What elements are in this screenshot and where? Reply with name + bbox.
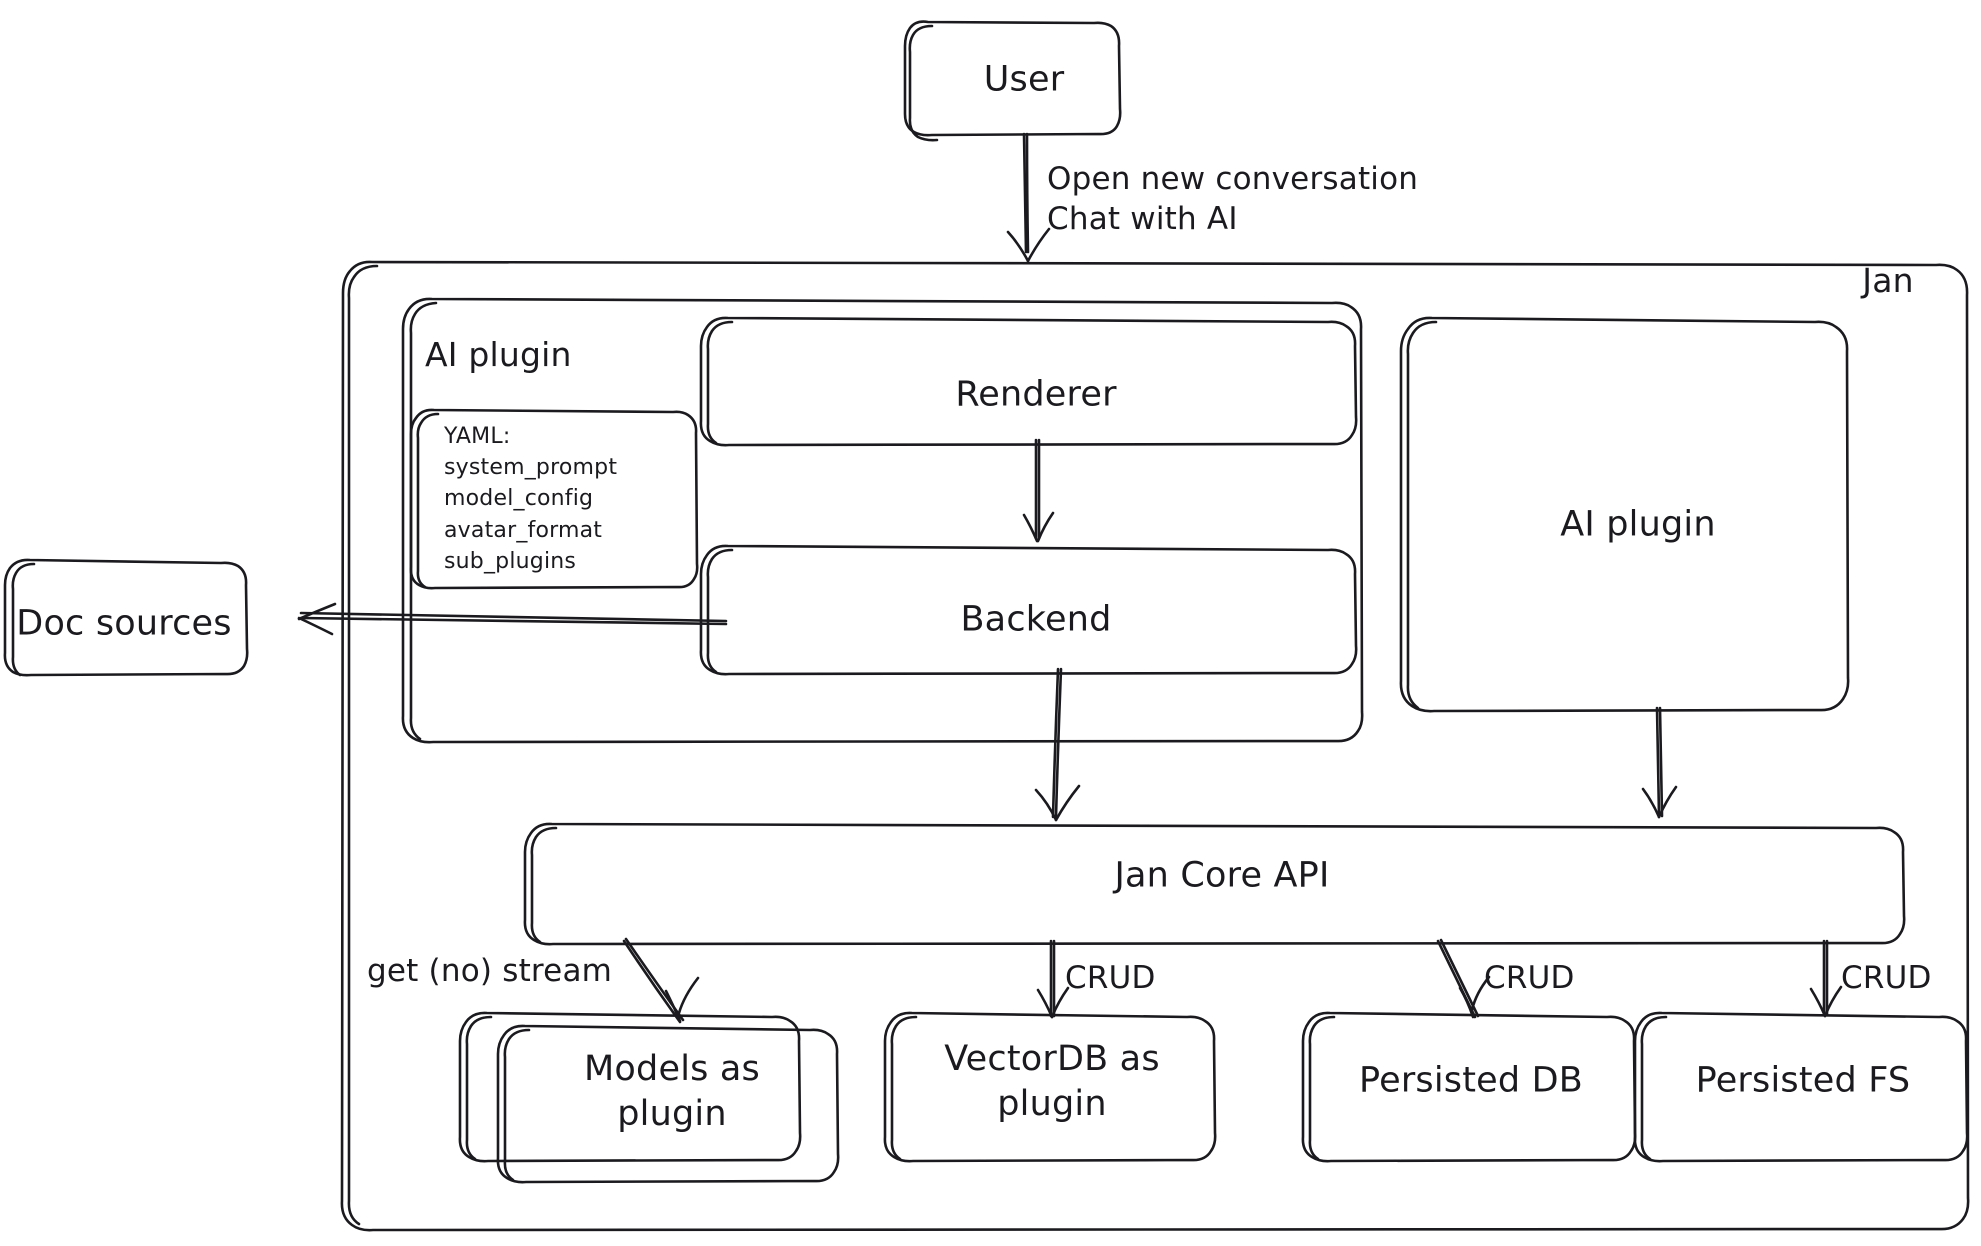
node-renderer-shape[interactable] xyxy=(699,316,1358,447)
container-jan-shape[interactable] xyxy=(340,260,1970,1232)
node-yaml-shape[interactable] xyxy=(409,408,699,590)
group-ai-plugin-shape[interactable] xyxy=(401,297,1364,744)
node-doc-sources-shape[interactable] xyxy=(3,558,249,677)
edge-core-api-to-persisted-fs xyxy=(1809,939,1843,1018)
edge-core-api-to-vectordb xyxy=(1036,939,1070,1019)
edge-ai-plugin-to-core-api xyxy=(1641,706,1678,819)
node-vectordb-plugin-shape[interactable] xyxy=(883,1011,1217,1163)
node-persisted-db-shape[interactable] xyxy=(1301,1011,1637,1163)
edge-core-api-to-models xyxy=(622,937,700,1024)
edge-backend-to-doc-sources xyxy=(297,602,728,636)
node-ai-plugin-right-shape[interactable] xyxy=(1399,316,1850,713)
node-backend-shape[interactable] xyxy=(699,544,1358,676)
edge-core-api-to-persisted-db xyxy=(1436,938,1491,1019)
edge-renderer-to-backend xyxy=(1022,438,1055,543)
node-models-plugin-outer-shape[interactable] xyxy=(458,1011,802,1163)
node-jan-core-api-shape[interactable] xyxy=(523,822,1906,946)
node-persisted-fs-shape[interactable] xyxy=(1633,1011,1969,1163)
edge-user-to-renderer xyxy=(1006,132,1051,263)
node-models-plugin-shape[interactable] xyxy=(496,1024,840,1184)
edge-backend-to-core-api xyxy=(1034,667,1081,822)
node-user-shape[interactable] xyxy=(903,20,1122,142)
